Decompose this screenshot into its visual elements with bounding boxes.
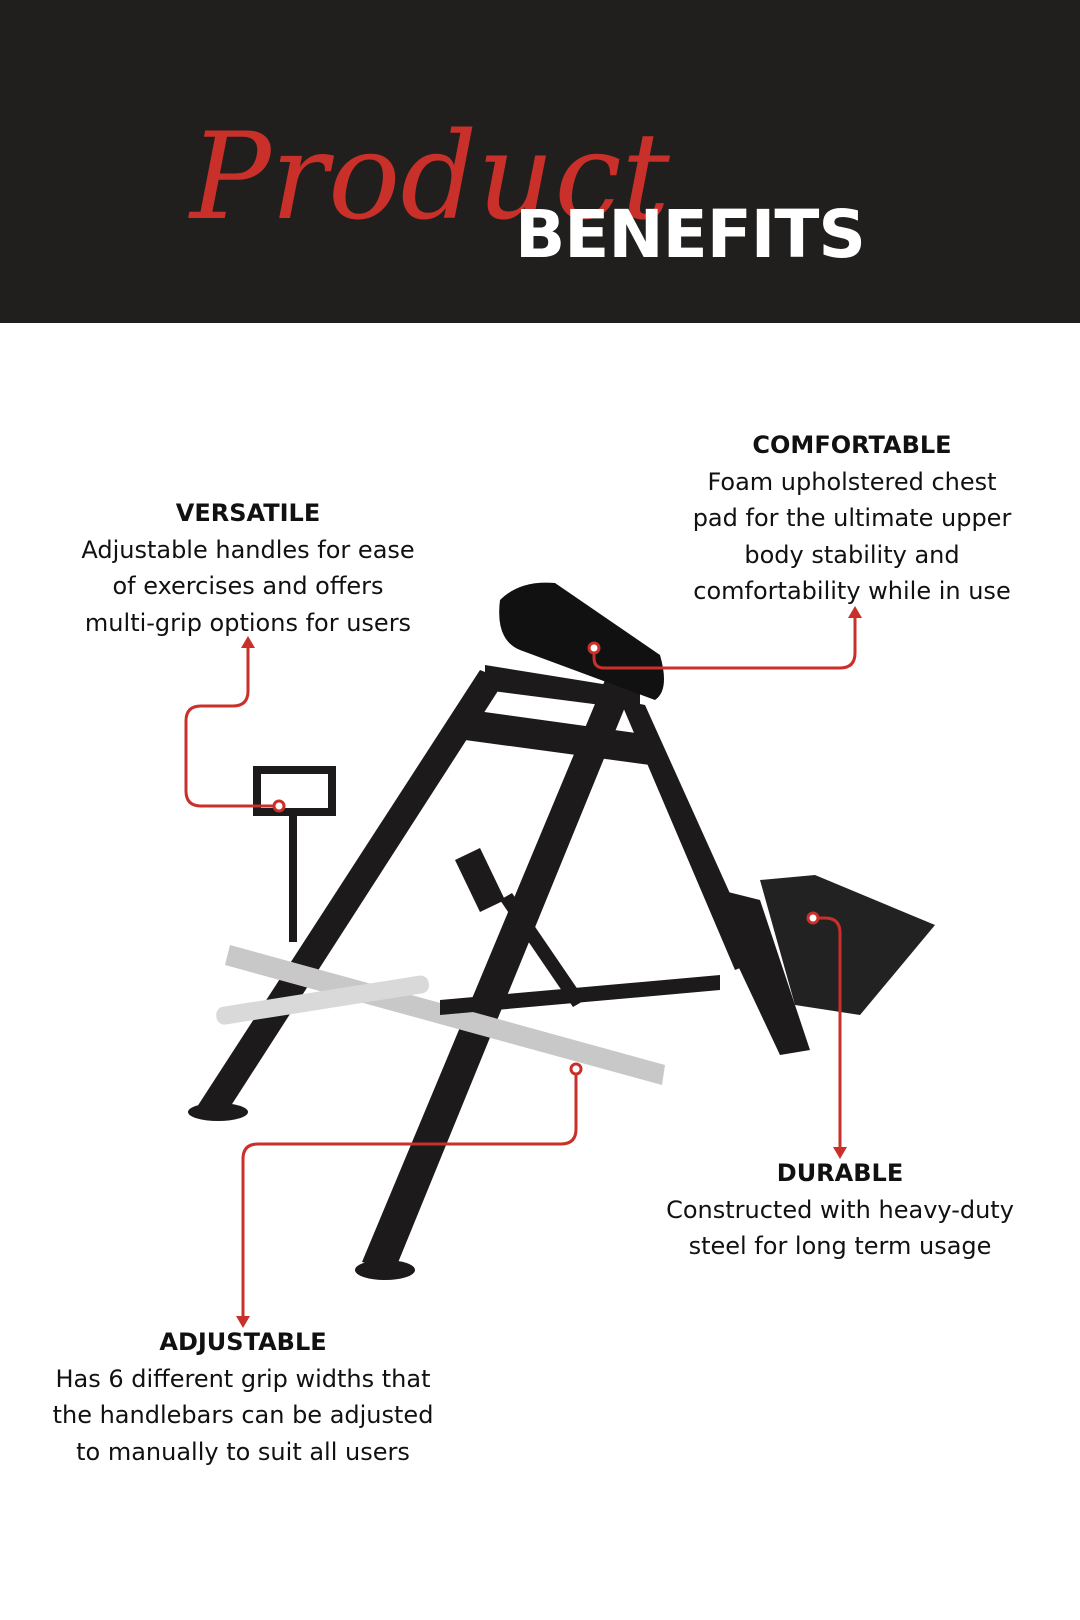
benefit-title: ADJUSTABLE	[159, 1328, 327, 1356]
versatile-connector	[184, 642, 279, 808]
callout-dot	[806, 911, 820, 925]
benefit-title: DURABLE	[776, 1159, 904, 1187]
benefit-line: multi-grip options for users	[84, 608, 412, 637]
callout-dot	[569, 1062, 583, 1076]
product-script-title: Product	[188, 108, 671, 247]
durable-connector	[813, 916, 842, 1153]
benefits-title: BENEFITS	[515, 196, 866, 273]
arrow-down-icon	[833, 1147, 847, 1159]
benefit-line: Constructed with heavy-duty	[666, 1195, 1014, 1224]
comfortable-connector	[592, 612, 857, 670]
benefit-adjustable: ADJUSTABLE Has 6 different grip widths t…	[53, 1324, 434, 1470]
callout-dot	[272, 799, 286, 813]
benefit-title: VERSATILE	[175, 499, 321, 527]
header-banner: Product BENEFITS	[0, 0, 1080, 323]
t-bar-row-machine	[188, 582, 935, 1280]
callout-dot	[587, 641, 601, 655]
benefit-line: Adjustable handles for ease	[81, 535, 415, 564]
adjustable-connector	[241, 1069, 578, 1322]
benefit-line: to manually to suit all users	[76, 1437, 410, 1466]
svg-text:Product: Product	[188, 108, 671, 247]
benefit-line: steel for long term usage	[688, 1232, 992, 1260]
benefit-versatile: VERSATILE Adjustable handles for ease of…	[81, 495, 414, 641]
benefit-title: COMFORTABLE	[752, 431, 952, 459]
benefit-line: pad for the ultimate upper	[692, 504, 1012, 532]
arrow-up-icon	[241, 636, 255, 648]
benefit-line: of exercises and offers	[112, 572, 384, 600]
benefit-durable: DURABLE Constructed with heavy-duty stee…	[666, 1155, 1014, 1265]
benefit-line: comfortability while in use	[693, 577, 1011, 605]
callout-lines	[184, 612, 857, 1322]
benefit-line: body stability and	[744, 540, 960, 569]
benefit-line: the handlebars can be adjusted	[52, 1401, 434, 1429]
arrow-down-icon	[236, 1316, 250, 1328]
benefit-line: Foam upholstered chest	[707, 467, 997, 496]
benefit-line: Has 6 different grip widths that	[55, 1364, 431, 1393]
benefit-comfortable: COMFORTABLE Foam upholstered chest pad f…	[693, 427, 1012, 610]
arrow-up-icon	[848, 606, 862, 618]
